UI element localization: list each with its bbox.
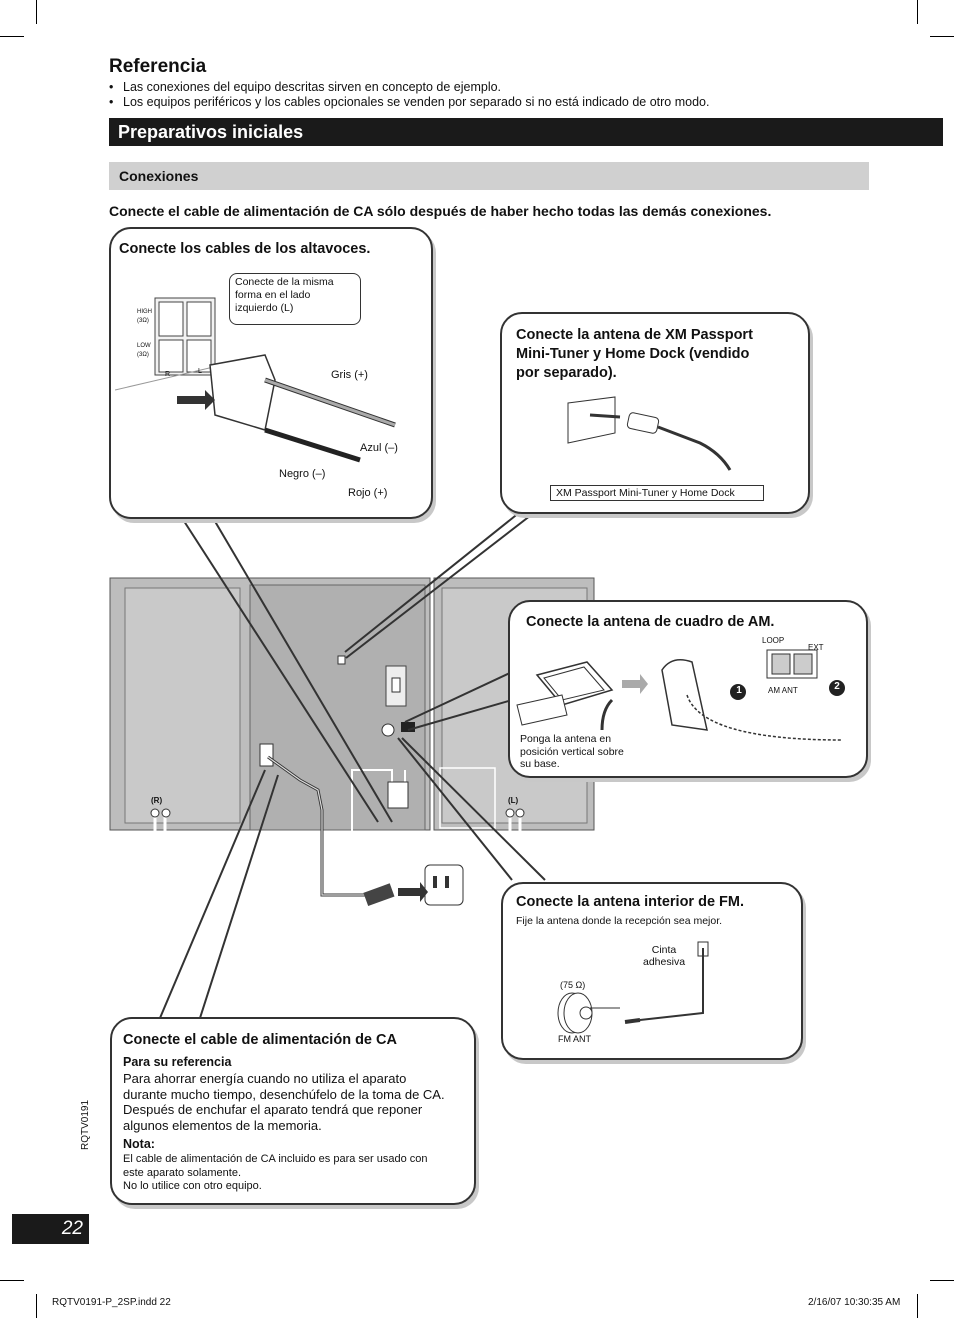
- fm-callout: [501, 882, 803, 1060]
- low-ohm-label: (3Ω): [137, 352, 149, 358]
- speaker-note-box: [229, 273, 361, 325]
- ac-title: Conecte el cable de alimentación de CA: [123, 1032, 397, 1048]
- section-title: Preparativos iniciales: [109, 118, 943, 146]
- speaker-terminal-illustration: [115, 297, 396, 463]
- footer-left: RQTV0191-P_2SP.indd 22: [52, 1297, 171, 1308]
- warning-text: Conecte el cable de alimentación de CA s…: [109, 203, 772, 219]
- step-2-marker: 2: [834, 681, 840, 692]
- page-number: 22: [12, 1214, 89, 1244]
- page-heading: Referencia: [109, 56, 207, 77]
- low-label: LOW: [137, 343, 151, 349]
- speaker-note-line: izquierdo (L): [235, 302, 294, 314]
- wire-gray-label: Gris (+): [331, 369, 368, 381]
- fm-title: Conecte la antena interior de FM.: [516, 894, 745, 910]
- am-title: Conecte la antena de cuadro de AM.: [526, 614, 775, 630]
- left-speaker-label: (L): [508, 796, 519, 805]
- wire-red-label: Rojo (+): [348, 487, 388, 499]
- wire-black-label: Negro (–): [279, 468, 326, 480]
- wire-blue-label: Azul (–): [360, 442, 398, 454]
- speaker-note-line: forma en el lado: [235, 289, 311, 301]
- step-1-marker: 1: [736, 685, 742, 696]
- xm-device-label: XM Passport Mini-Tuner y Home Dock: [550, 485, 764, 501]
- side-code: RQTV0191: [80, 1099, 91, 1150]
- footer-right: 2/16/07 10:30:35 AM: [808, 1297, 901, 1308]
- fm-ant-label: FM ANT: [558, 1034, 591, 1044]
- speaker-note-line: Conecte de la misma: [235, 276, 334, 288]
- high-ohm-label: (3Ω): [137, 318, 149, 324]
- am-loop-illustration: [516, 649, 845, 741]
- loop-label: LOOP: [762, 636, 785, 645]
- l-terminal-label: L: [198, 368, 202, 375]
- right-speaker-label: (R): [151, 796, 163, 805]
- fm-subtitle: Fije la antena donde la recepción sea me…: [516, 915, 723, 927]
- xm-callout: [500, 312, 810, 514]
- xm-plug-illustration: [567, 396, 732, 471]
- ac-note-heading: Nota:: [123, 1137, 155, 1151]
- bullet-item: •Las conexiones del equipo descritas sir…: [109, 80, 502, 94]
- speaker-title: Conecte los cables de los altavoces.: [119, 241, 371, 257]
- r-terminal-label: R: [165, 371, 171, 378]
- ac-note-text: El cable de alimentación de CA incluido …: [123, 1153, 428, 1192]
- impedance-label: (75 Ω): [560, 980, 586, 990]
- fm-antenna-illustration: [557, 941, 709, 1034]
- ac-callout: [110, 1017, 476, 1205]
- bullet-item: •Los equipos periféricos y los cables op…: [109, 95, 710, 109]
- high-label: HIGH: [137, 309, 152, 315]
- ac-ref-text: Para ahorrar energía cuando no utiliza e…: [123, 1071, 445, 1133]
- ac-ref-heading: Para su referencia: [123, 1055, 232, 1069]
- am-ant-label: AM ANT: [768, 686, 798, 695]
- ext-label: EXT: [808, 643, 824, 652]
- subsection-title: Conexiones: [109, 162, 869, 190]
